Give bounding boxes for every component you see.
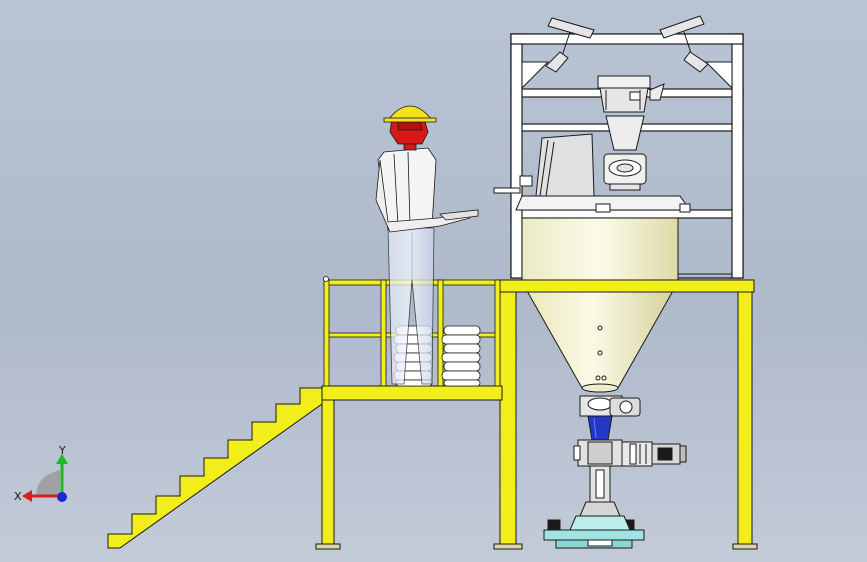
discharge-base-plate	[543, 515, 645, 549]
rotary-valve-assembly	[579, 395, 641, 441]
triad-x-label: X	[14, 490, 22, 503]
conical-hopper	[521, 217, 679, 393]
staircase	[107, 387, 323, 549]
geared-motor	[573, 439, 687, 467]
triad-y-label: Y	[58, 444, 66, 457]
triad-plane-indicator	[36, 470, 60, 496]
corner-brackets	[521, 61, 733, 90]
triad-y-arrow-icon	[56, 454, 68, 464]
axis-triad[interactable]: Y X	[14, 444, 68, 503]
flood-lamp-left	[545, 17, 595, 73]
flood-lamp-right	[659, 15, 709, 73]
bag-stack-right	[441, 325, 481, 387]
top-feeder	[597, 75, 665, 151]
triad-z-axis-dot	[57, 492, 67, 502]
operator-figure	[375, 105, 479, 385]
discharge-spout	[579, 465, 621, 517]
platform	[315, 385, 503, 550]
operator-legs	[387, 227, 435, 385]
triad-x-arrow-icon	[22, 490, 32, 502]
bag-dump-station	[493, 133, 691, 213]
